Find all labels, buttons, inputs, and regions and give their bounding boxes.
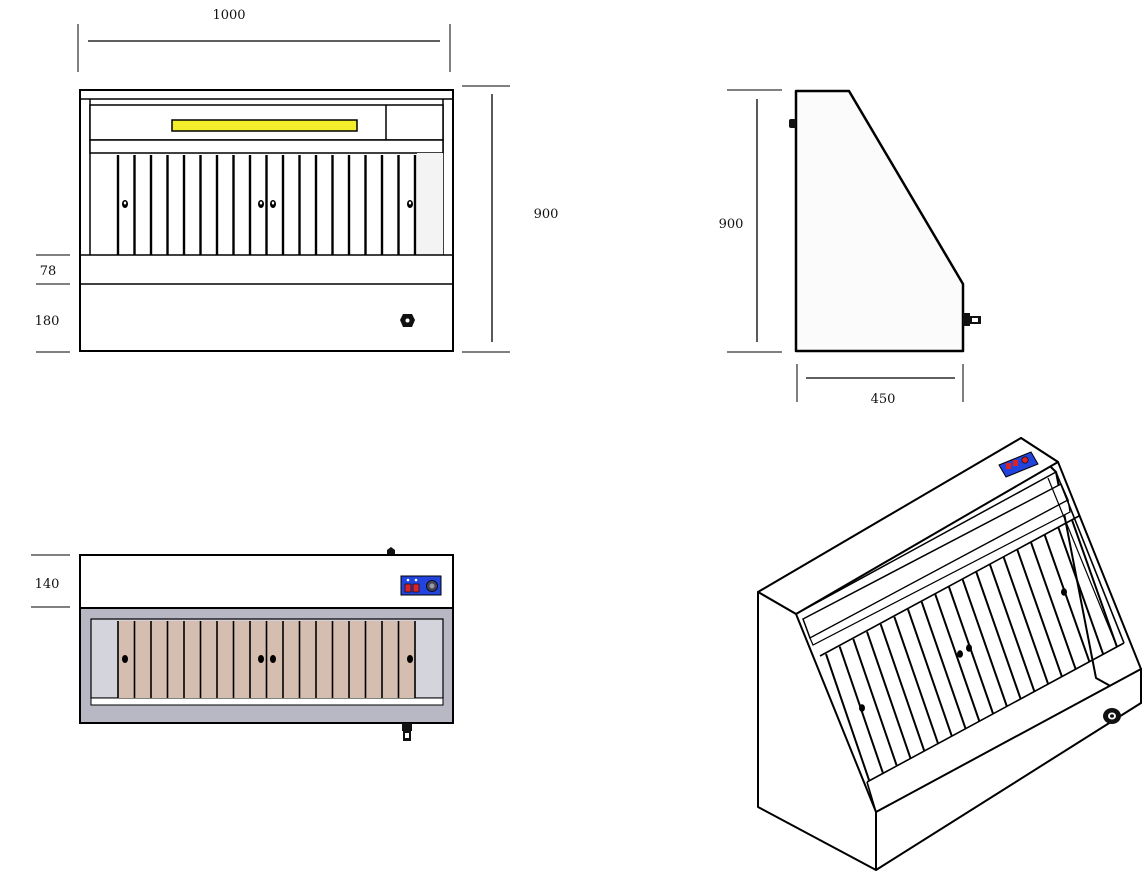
filter-slats [116, 155, 417, 255]
side-height-label: 900 [719, 217, 744, 232]
control-panel [400, 575, 442, 596]
lower-band-label: 180 [35, 314, 60, 329]
iso-filter-slat [866, 631, 912, 759]
front-view: 1000 900 78 180 [35, 8, 559, 353]
iso-filter-slats [825, 519, 1118, 781]
iso-filter-slat [961, 579, 1008, 707]
iso-filter-slat [879, 623, 926, 751]
top-band-label: 140 [35, 577, 60, 592]
iso-filter-slat [989, 564, 1036, 692]
valve-icon [402, 723, 412, 741]
lamp [171, 119, 358, 132]
valve-fitting-icon [963, 313, 981, 326]
side-depth-label: 450 [871, 392, 896, 407]
side-view: 900 450 [719, 89, 981, 407]
iso-filter-slat [1071, 519, 1118, 648]
iso-valve-icon [1103, 708, 1121, 724]
filter-strips [117, 621, 416, 698]
front-height-label: 900 [534, 207, 559, 222]
iso-filter-slat [920, 601, 967, 729]
upper-band-label: 78 [40, 264, 57, 279]
iso-control-panel [998, 451, 1039, 478]
side-profile [794, 89, 965, 353]
iso-filter-slat [934, 594, 981, 722]
iso-filter-slat [1043, 534, 1091, 663]
iso-filter-slat [1016, 549, 1063, 677]
iso-filter-slat [893, 616, 939, 744]
iso-filter-slat [975, 571, 1022, 700]
iso-filter-slat [1057, 527, 1105, 655]
isometric-view [757, 437, 1142, 871]
iso-filter-slat [852, 638, 898, 766]
side-knob [789, 119, 796, 128]
front-width-label: 1000 [212, 8, 245, 23]
iso-filter-slat [907, 609, 953, 736]
iso-filter-slat [1002, 556, 1050, 685]
top-view: 140 [31, 547, 454, 741]
iso-filter-slat [825, 653, 870, 781]
iso-filter-slat [1030, 542, 1077, 670]
